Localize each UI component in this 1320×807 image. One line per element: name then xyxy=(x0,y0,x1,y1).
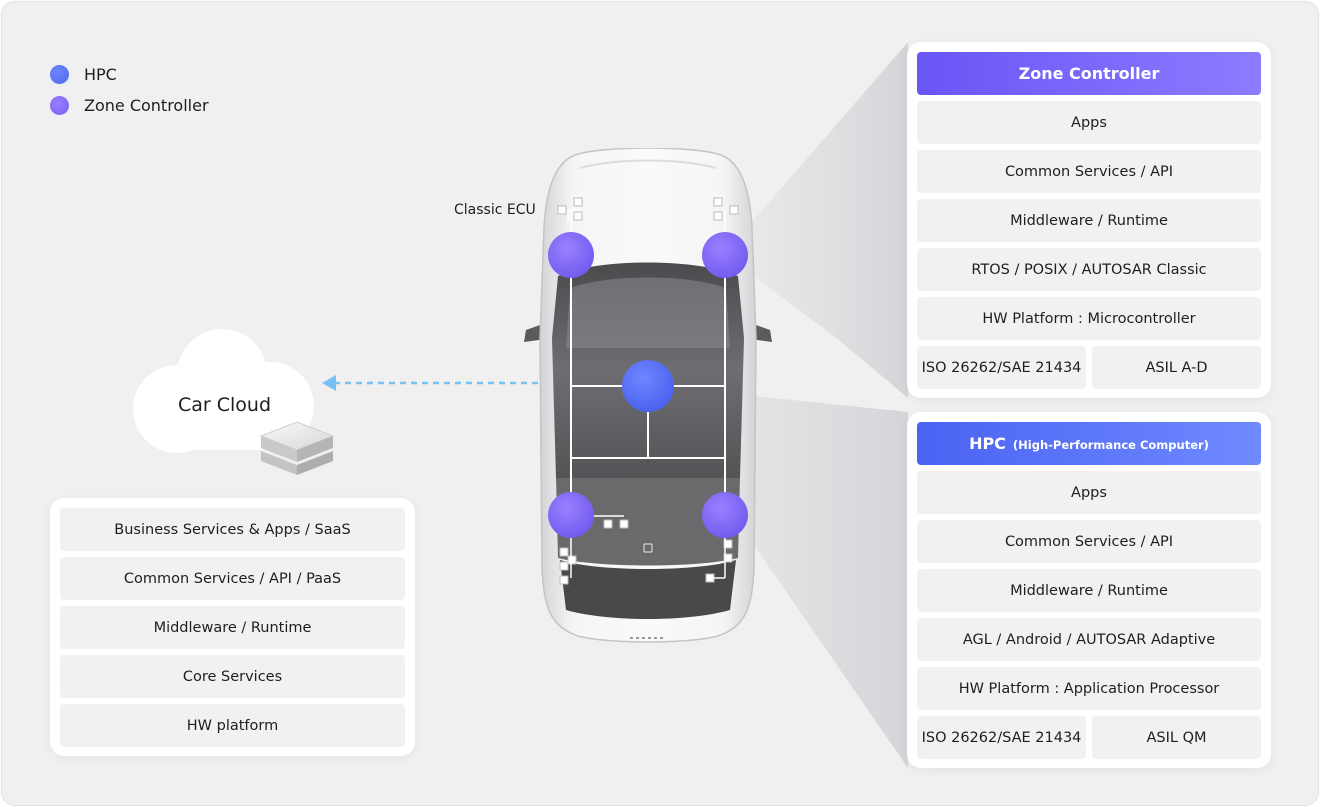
cloud-stack-row: Middleware / Runtime xyxy=(60,606,405,649)
cloud-stack-card: Business Services & Apps / SaaS Common S… xyxy=(50,498,415,756)
legend: HPC Zone Controller xyxy=(50,59,209,121)
cloud-stack-row: Core Services xyxy=(60,655,405,698)
legend-item-zone-controller: Zone Controller xyxy=(50,90,209,121)
hpc-stack-row: AGL / Android / AUTOSAR Adaptive xyxy=(917,618,1261,661)
cloud-stack-row: Common Services / API / PaaS xyxy=(60,557,405,600)
legend-label: Zone Controller xyxy=(84,96,209,115)
legend-item-hpc: HPC xyxy=(50,59,209,90)
hpc-stack-row: Apps xyxy=(917,471,1261,514)
hpc-safety-standard: ISO 26262/SAE 21434 xyxy=(917,716,1086,759)
zone-safety-standard: ISO 26262/SAE 21434 xyxy=(917,346,1086,389)
hpc-subtitle-text: (High-Performance Computer) xyxy=(1012,437,1209,452)
zone-stack-row: Apps xyxy=(917,101,1261,144)
hpc-stack-row: Common Services / API xyxy=(917,520,1261,563)
hpc-stack-row: HW Platform : Application Processor xyxy=(917,667,1261,710)
car-top-view xyxy=(524,148,772,643)
zone-stack-row: HW Platform : Microcontroller xyxy=(917,297,1261,340)
classic-ecu-icons xyxy=(557,197,739,585)
cloud-icon xyxy=(133,329,335,475)
hpc-stack-row: Middleware / Runtime xyxy=(917,569,1261,612)
zone-stack-row: Common Services / API xyxy=(917,150,1261,193)
cloud-stack-row: Business Services & Apps / SaaS xyxy=(60,508,405,551)
zone-stack-row: Middleware / Runtime xyxy=(917,199,1261,242)
zone-controller-beam xyxy=(724,42,908,398)
hpc-stack-title: HPC (High-Performance Computer) xyxy=(917,422,1261,465)
zone-stack-row: RTOS / POSIX / AUTOSAR Classic xyxy=(917,248,1261,291)
zone-controller-title-text: Zone Controller xyxy=(1018,64,1160,83)
hpc-stack-card: HPC (High-Performance Computer) Apps Com… xyxy=(907,412,1271,768)
zone-controller-dot-icon xyxy=(50,96,69,115)
zone-controller-front-right xyxy=(702,232,748,278)
cloud-stack-row: HW platform xyxy=(60,704,405,747)
hpc-node xyxy=(622,360,674,412)
car-cloud-label: Car Cloud xyxy=(177,394,272,416)
zone-safety-level: ASIL A-D xyxy=(1092,346,1261,389)
arrow-left-icon xyxy=(322,375,336,391)
zone-controller-stack-title: Zone Controller xyxy=(917,52,1261,95)
classic-ecu-label: Classic ECU xyxy=(454,202,536,218)
zone-controller-rear-right xyxy=(702,492,748,538)
zone-controller-front-left xyxy=(548,232,594,278)
zone-controller-rear-left xyxy=(548,492,594,538)
legend-label: HPC xyxy=(84,65,117,84)
server-icon xyxy=(259,421,335,475)
hpc-safety-level: ASIL QM xyxy=(1092,716,1261,759)
hpc-title-text: HPC xyxy=(969,434,1006,453)
hpc-dot-icon xyxy=(50,65,69,84)
zone-controller-stack-card: Zone Controller Apps Common Services / A… xyxy=(907,42,1271,398)
